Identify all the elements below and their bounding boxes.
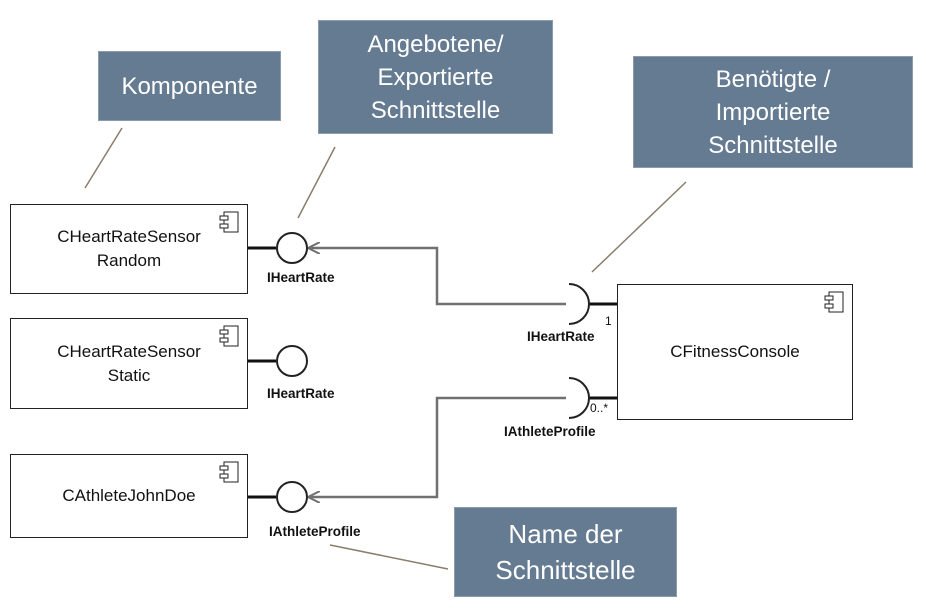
component-label: CFitnessConsole — [670, 342, 800, 361]
component-icon — [219, 325, 239, 347]
component-label: CAthleteJohnDoe — [62, 486, 196, 505]
leader-line-name — [329, 544, 449, 570]
interface-label-athlete-provided: IAthleteProfile — [269, 524, 361, 539]
interface-label-console-athlete: IAthleteProfile — [504, 424, 596, 439]
required-interface-athlete — [568, 377, 590, 419]
interface-label-heart-static: IHeartRate — [267, 386, 335, 401]
component-heart-rate-sensor-static[interactable]: CHeartRateSensor Static — [10, 318, 248, 409]
multiplicity-heart: 1 — [605, 314, 612, 328]
callout-benoetigte-schnittstelle: Benötigte / Importierte Schnittstelle — [633, 56, 913, 168]
component-fitness-console[interactable]: CFitnessConsole — [617, 284, 853, 420]
connector-heart-rate — [309, 248, 566, 306]
provided-interface-heart-random — [276, 232, 308, 264]
leader-line-angeboten — [297, 146, 336, 219]
multiplicity-athlete: 0..* — [590, 401, 609, 415]
interface-label-heart-random: IHeartRate — [267, 270, 335, 285]
component-athlete-john-doe[interactable]: CAthleteJohnDoe — [10, 454, 248, 538]
required-interface-heart — [568, 283, 590, 325]
connector-athlete-profile — [309, 396, 566, 497]
component-icon — [219, 461, 239, 483]
component-icon — [824, 291, 844, 313]
callout-angebotene-schnittstelle: Angebotene/ Exportierte Schnittstelle — [318, 20, 553, 134]
component-label: CHeartRateSensor Static — [57, 341, 201, 385]
interface-label-console-heart: IHeartRate — [527, 329, 595, 344]
provided-interface-athlete — [276, 481, 308, 513]
callout-komponente: Komponente — [98, 51, 281, 121]
provided-interface-heart-static — [276, 345, 308, 377]
leader-line-komponente — [84, 127, 123, 189]
component-label: CHeartRateSensor Random — [57, 227, 201, 270]
callout-name-der-schnittstelle: Name der Schnittstelle — [454, 507, 677, 597]
component-heart-rate-sensor-random[interactable]: CHeartRateSensor Random — [10, 204, 248, 294]
leader-line-benoetigt — [591, 181, 687, 273]
component-icon — [219, 211, 239, 233]
